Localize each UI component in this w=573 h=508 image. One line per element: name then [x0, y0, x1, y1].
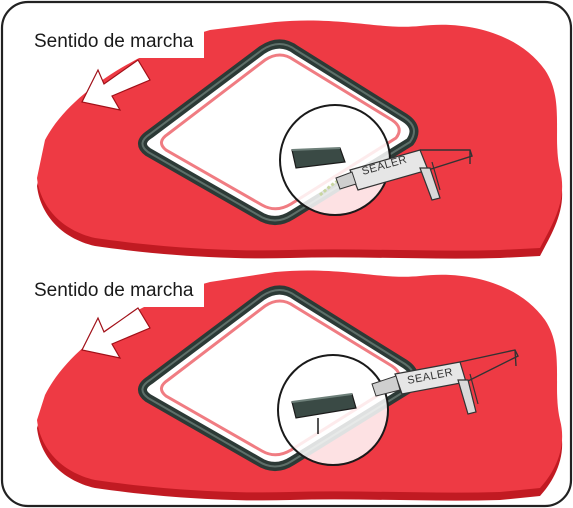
top-panel: SEALER [37, 20, 563, 259]
top-gasket-highlight [141, 43, 415, 222]
direction-arrow-bottom [81, 307, 151, 359]
bottom-sealer-gun: SEALER [371, 349, 519, 415]
bottom-detail-gasket-edge [291, 393, 353, 403]
bottom-panel: SEALER [37, 270, 563, 501]
top-detail-gasket-edge [291, 147, 341, 151]
top-window-lip [160, 53, 401, 211]
direction-arrow-top [81, 59, 151, 111]
direction-label-top: Sentido de marcha [28, 27, 204, 58]
direction-label-bottom: Sentido de marcha [28, 276, 204, 307]
